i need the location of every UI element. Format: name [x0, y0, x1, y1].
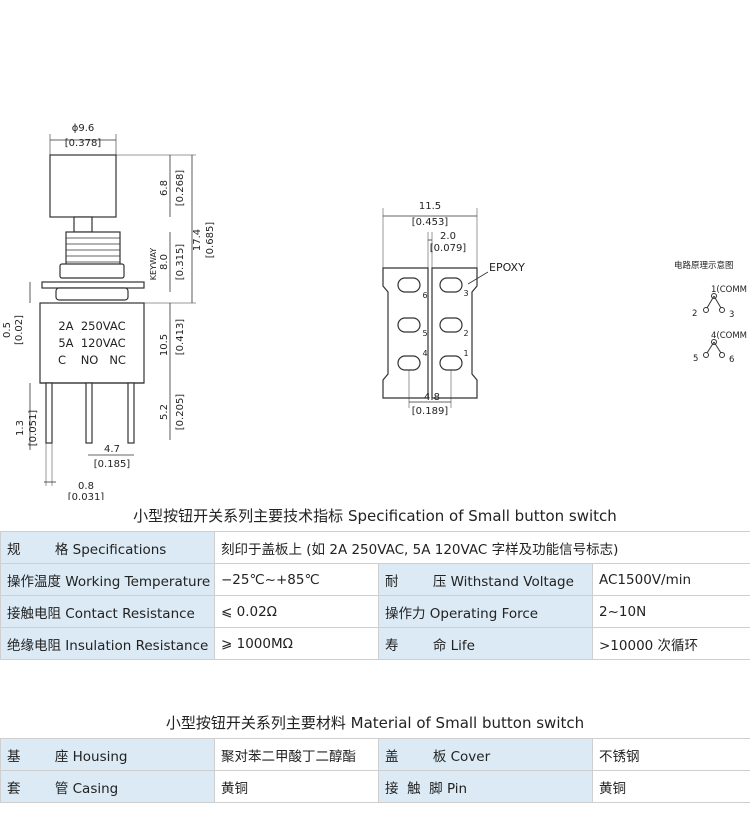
material-value: 聚对苯二甲酸丁二醇酯 — [214, 738, 379, 771]
spec-value: −25℃~+85℃ — [214, 563, 379, 596]
dim-bottom-width-inch: [0.453] — [412, 217, 449, 228]
dim-pin-width-inch: [0.031] — [68, 492, 105, 500]
dim-row-spacing-inch: [0.189] — [412, 406, 449, 417]
circuit-2-pin-5: 5 — [693, 354, 698, 364]
spec-value: ⩽ 0.02Ω — [214, 595, 379, 628]
spec-value: 2~10N — [591, 595, 750, 628]
dim-bushing: 8.0 — [159, 254, 170, 270]
material-table: 基 座 Housing 聚对苯二甲酸丁二醇酯 盖 板 Cover 不锈钢 套 管… — [0, 738, 750, 803]
dim-pin-length: 5.2 — [159, 404, 170, 420]
spec-row: 接触电阻 Contact Resistance ⩽ 0.02Ω 操作力 Oper… — [0, 595, 750, 628]
dim-pitch: 4.7 — [104, 444, 120, 455]
dim-cap-height: 6.8 — [159, 180, 170, 196]
circuit-2-pin-6: 6 — [729, 355, 734, 365]
circuit-1-comm: 1(COMM — [711, 285, 747, 295]
circuit-diagram — [703, 293, 725, 358]
keyway-label: KEYWAY — [149, 248, 158, 281]
material-value: 不锈钢 — [592, 738, 750, 771]
dim-plate: 0.5 — [2, 322, 13, 338]
side-view-drawing — [29, 134, 196, 486]
dim-row-spacing: 4.8 — [424, 392, 440, 403]
circuit-1-pin-3: 3 — [729, 310, 734, 320]
epoxy-label: EPOXY — [489, 261, 525, 274]
material-label: 盖 板 Cover — [378, 738, 593, 771]
dim-bushing-inch: [0.315] — [175, 244, 186, 281]
rating-line-1: 2A 250VAC — [58, 319, 125, 333]
spec-label: 绝缘电阻 Insulation Resistance — [0, 627, 215, 660]
material-section-title: 小型按钮开关系列主要材料 Material of Small button sw… — [165, 714, 585, 732]
spec-row-specifications: 规 格 Specifications 刻印于盖板上 (如 2A 250VAC, … — [0, 531, 750, 564]
material-label: 基 座 Housing — [0, 738, 215, 771]
material-label: 接 触 脚 Pin — [378, 770, 593, 803]
circuit-2-comm: 4(COMM — [711, 331, 747, 341]
spec-row: 操作温度 Working Temperature −25℃~+85℃ 耐 压 W… — [0, 563, 750, 596]
spec-label: 接触电阻 Contact Resistance — [0, 595, 215, 628]
dim-total-inch: [0.685] — [205, 222, 216, 259]
pin-number-6: 6 — [422, 291, 427, 300]
pin-number-4: 4 — [422, 349, 427, 358]
dim-pin-length-inch: [0.205] — [175, 394, 186, 431]
dim-pin-offset: 1.3 — [15, 420, 26, 436]
dim-plate-inch: [0.02] — [14, 315, 25, 345]
pin-number-3: 3 — [463, 289, 468, 298]
dim-pin-offset-inch: [0.051] — [28, 410, 39, 447]
dim-diameter-inch: [0.378] — [65, 138, 102, 149]
dim-pin-width: 0.8 — [78, 481, 94, 492]
material-row: 基 座 Housing 聚对苯二甲酸丁二醇酯 盖 板 Cover 不锈钢 — [0, 738, 750, 771]
spec-label: 耐 压 Withstand Voltage — [378, 563, 593, 596]
spec-section-title: 小型按钮开关系列主要技术指标 Specification of Small bu… — [133, 507, 617, 525]
spec-label: 寿 命 Life — [378, 627, 593, 660]
material-value: 黄铜 — [592, 770, 750, 803]
spec-value: AC1500V/min — [591, 563, 750, 596]
spec-table: 规 格 Specifications 刻印于盖板上 (如 2A 250VAC, … — [0, 531, 750, 660]
spec-value: >10000 次循环 — [591, 627, 750, 660]
material-row: 套 管 Casing 黄铜 接 触 脚 Pin 黄铜 — [0, 770, 750, 803]
spec-label: 操作温度 Working Temperature — [0, 563, 215, 596]
spec-row: 绝缘电阻 Insulation Resistance ⩾ 1000MΩ 寿 命 … — [0, 627, 750, 660]
dim-bottom-gap-inch: [0.079] — [430, 243, 467, 254]
dim-bottom-gap: 2.0 — [440, 231, 456, 242]
material-value: 黄铜 — [214, 770, 379, 803]
dim-pitch-inch: [0.185] — [94, 459, 131, 470]
dim-total: 17.4 — [192, 229, 203, 251]
dim-diameter: ϕ9.6 — [72, 123, 95, 134]
dim-body-inch: [0.413] — [175, 319, 186, 356]
material-label: 套 管 Casing — [0, 770, 215, 803]
pin-number-1: 1 — [463, 349, 468, 358]
pin-number-2: 2 — [463, 329, 468, 338]
dim-cap-height-inch: [0.268] — [175, 170, 186, 207]
rating-line-2: 5A 120VAC — [58, 336, 125, 350]
pin-number-5: 5 — [422, 329, 427, 338]
spec-label: 规 格 Specifications — [0, 531, 215, 564]
terminal-labels: C NO NC — [58, 353, 126, 367]
spec-value: 刻印于盖板上 (如 2A 250VAC, 5A 120VAC 字样及功能信号标志… — [213, 531, 750, 564]
spec-value: ⩾ 1000MΩ — [214, 627, 379, 660]
spec-label: 操作力 Operating Force — [378, 595, 593, 628]
circuit-1-pin-2: 2 — [692, 309, 697, 319]
dim-bottom-width: 11.5 — [419, 201, 441, 212]
circuit-title: 电路原理示意图 — [674, 260, 734, 271]
dim-body: 10.5 — [159, 334, 170, 356]
technical-drawing: ϕ9.6 [0.378] 6.8 [0.268] 17.4 [0.685] 8.… — [2, 123, 747, 500]
bottom-view-drawing — [382, 208, 489, 408]
